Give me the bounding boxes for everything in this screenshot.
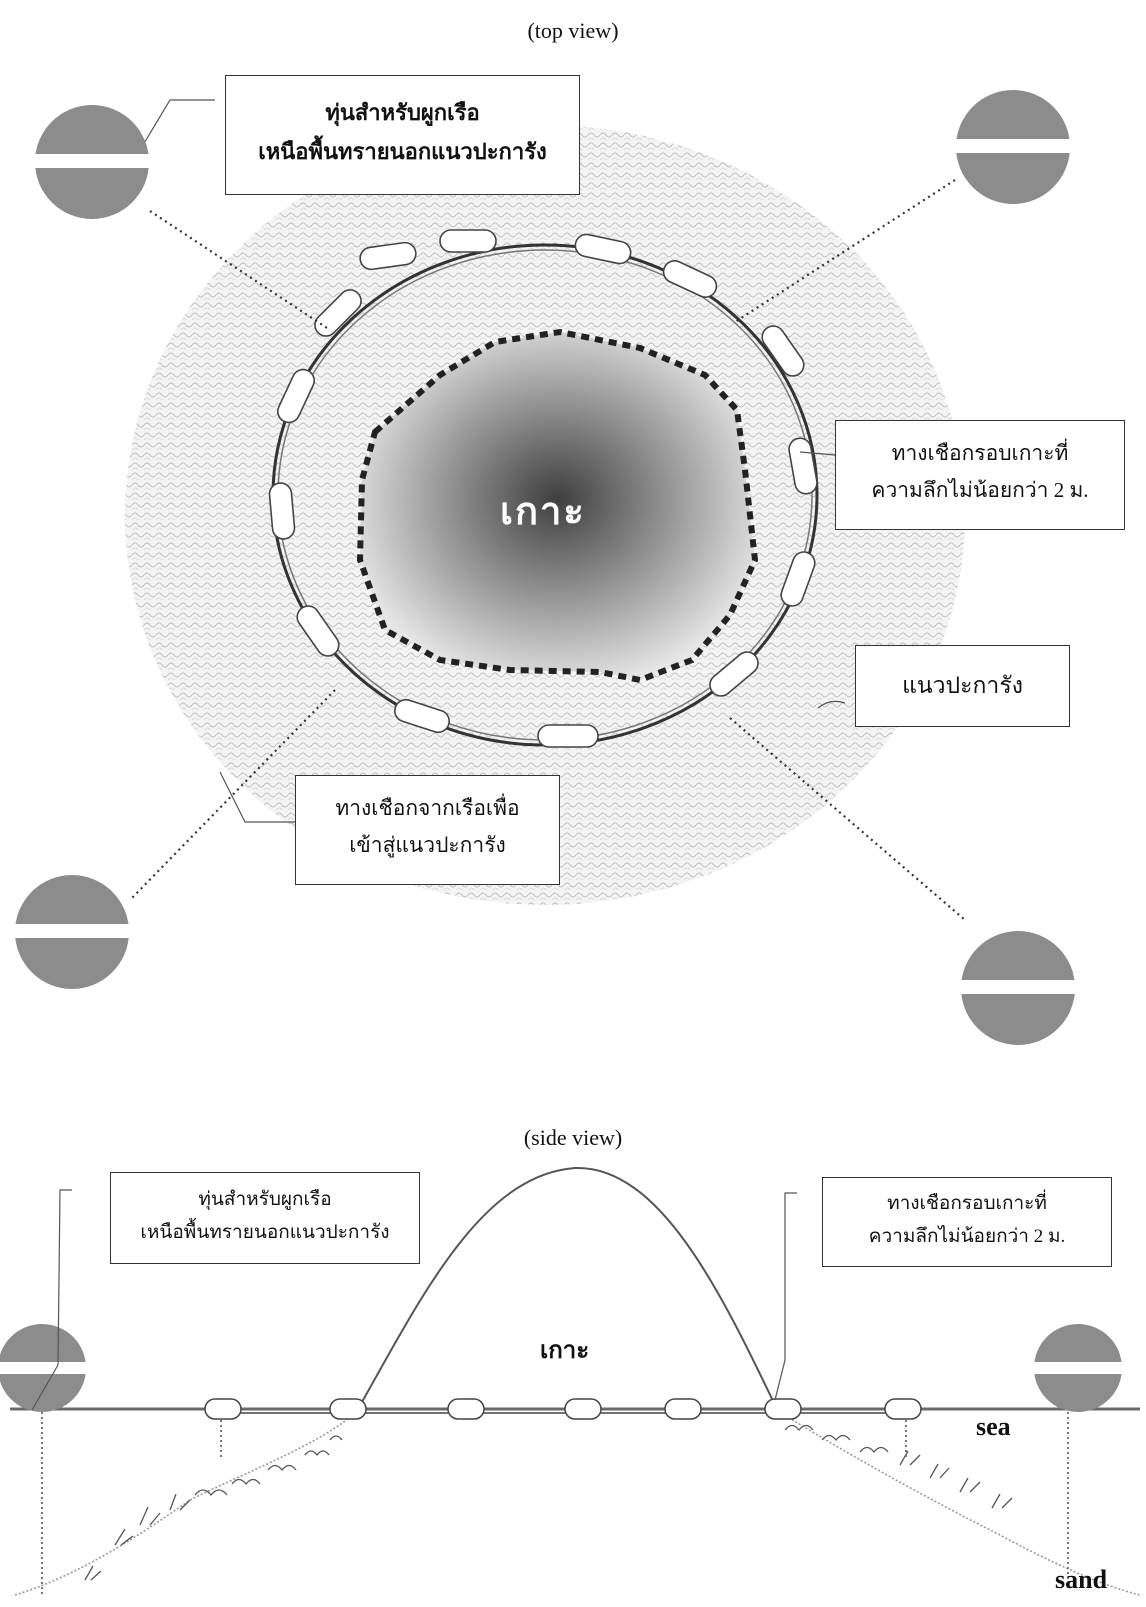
label-line: แนวปะการัง [902,673,1023,698]
label-line: เข้าสู่แนวปะการัง [349,832,506,857]
buoy-bottom-right [961,931,1075,1045]
sea-label: sea [976,1412,1011,1441]
label-mooring-buoy-side: ทุ่นสำหรับผูกเรือ เหนือพื้นทรายนอกแนวปะก… [110,1172,420,1264]
label-line: ทางเชือกรอบเกาะที่ [891,441,1069,465]
rope-floats [268,229,818,748]
label-rope-from-boat: ทางเชือกจากเรือเพื่อ เข้าสู่แนวปะการัง [295,775,560,885]
label-rope-around-island-top: ทางเชือกรอบเกาะที่ ความลึกไม่น้อยกว่า 2 … [835,420,1125,530]
label-line: ทุ่นสำหรับผูกเรือ [325,100,480,125]
label-line: ทางเชือกจากเรือเพื่อ [335,796,520,820]
sand-label: sand [1055,1565,1108,1594]
label-line: ทางเชือกรอบเกาะที่ [887,1193,1047,1214]
label-rope-around-island-side: ทางเชือกรอบเกาะที่ ความลึกไม่น้อยกว่า 2 … [822,1177,1112,1267]
label-line: ความลึกไม่น้อยกว่า 2 ม. [871,477,1089,502]
island-label-side: เกาะ [540,1338,590,1364]
mooring-lines [129,179,966,921]
buoy-top-right [956,90,1070,204]
label-line: ทุ่นสำหรับผูกเรือ [198,1189,332,1210]
top-view-title: (top view) [527,18,619,43]
label-line: เหนือพื้นทรายนอกแนวปะการัง [258,138,547,164]
island-shape [356,328,759,684]
label-line: เหนือพื้นทรายนอกแนวปะการัง [140,1222,390,1244]
side-view-title: (side view) [523,1125,623,1150]
leader-lines [139,99,846,823]
label-mooring-buoy-top: ทุ่นสำหรับผูกเรือ เหนือพื้นทรายนอกแนวปะก… [225,75,580,195]
buoy-top-left [35,105,149,219]
island-label-top: เกาะ [500,491,586,533]
buoy-bottom-left [15,875,129,989]
label-coral-reef: แนวปะการัง [855,645,1070,727]
label-line: ความลึกไม่น้อยกว่า 2 ม. [868,1226,1066,1248]
